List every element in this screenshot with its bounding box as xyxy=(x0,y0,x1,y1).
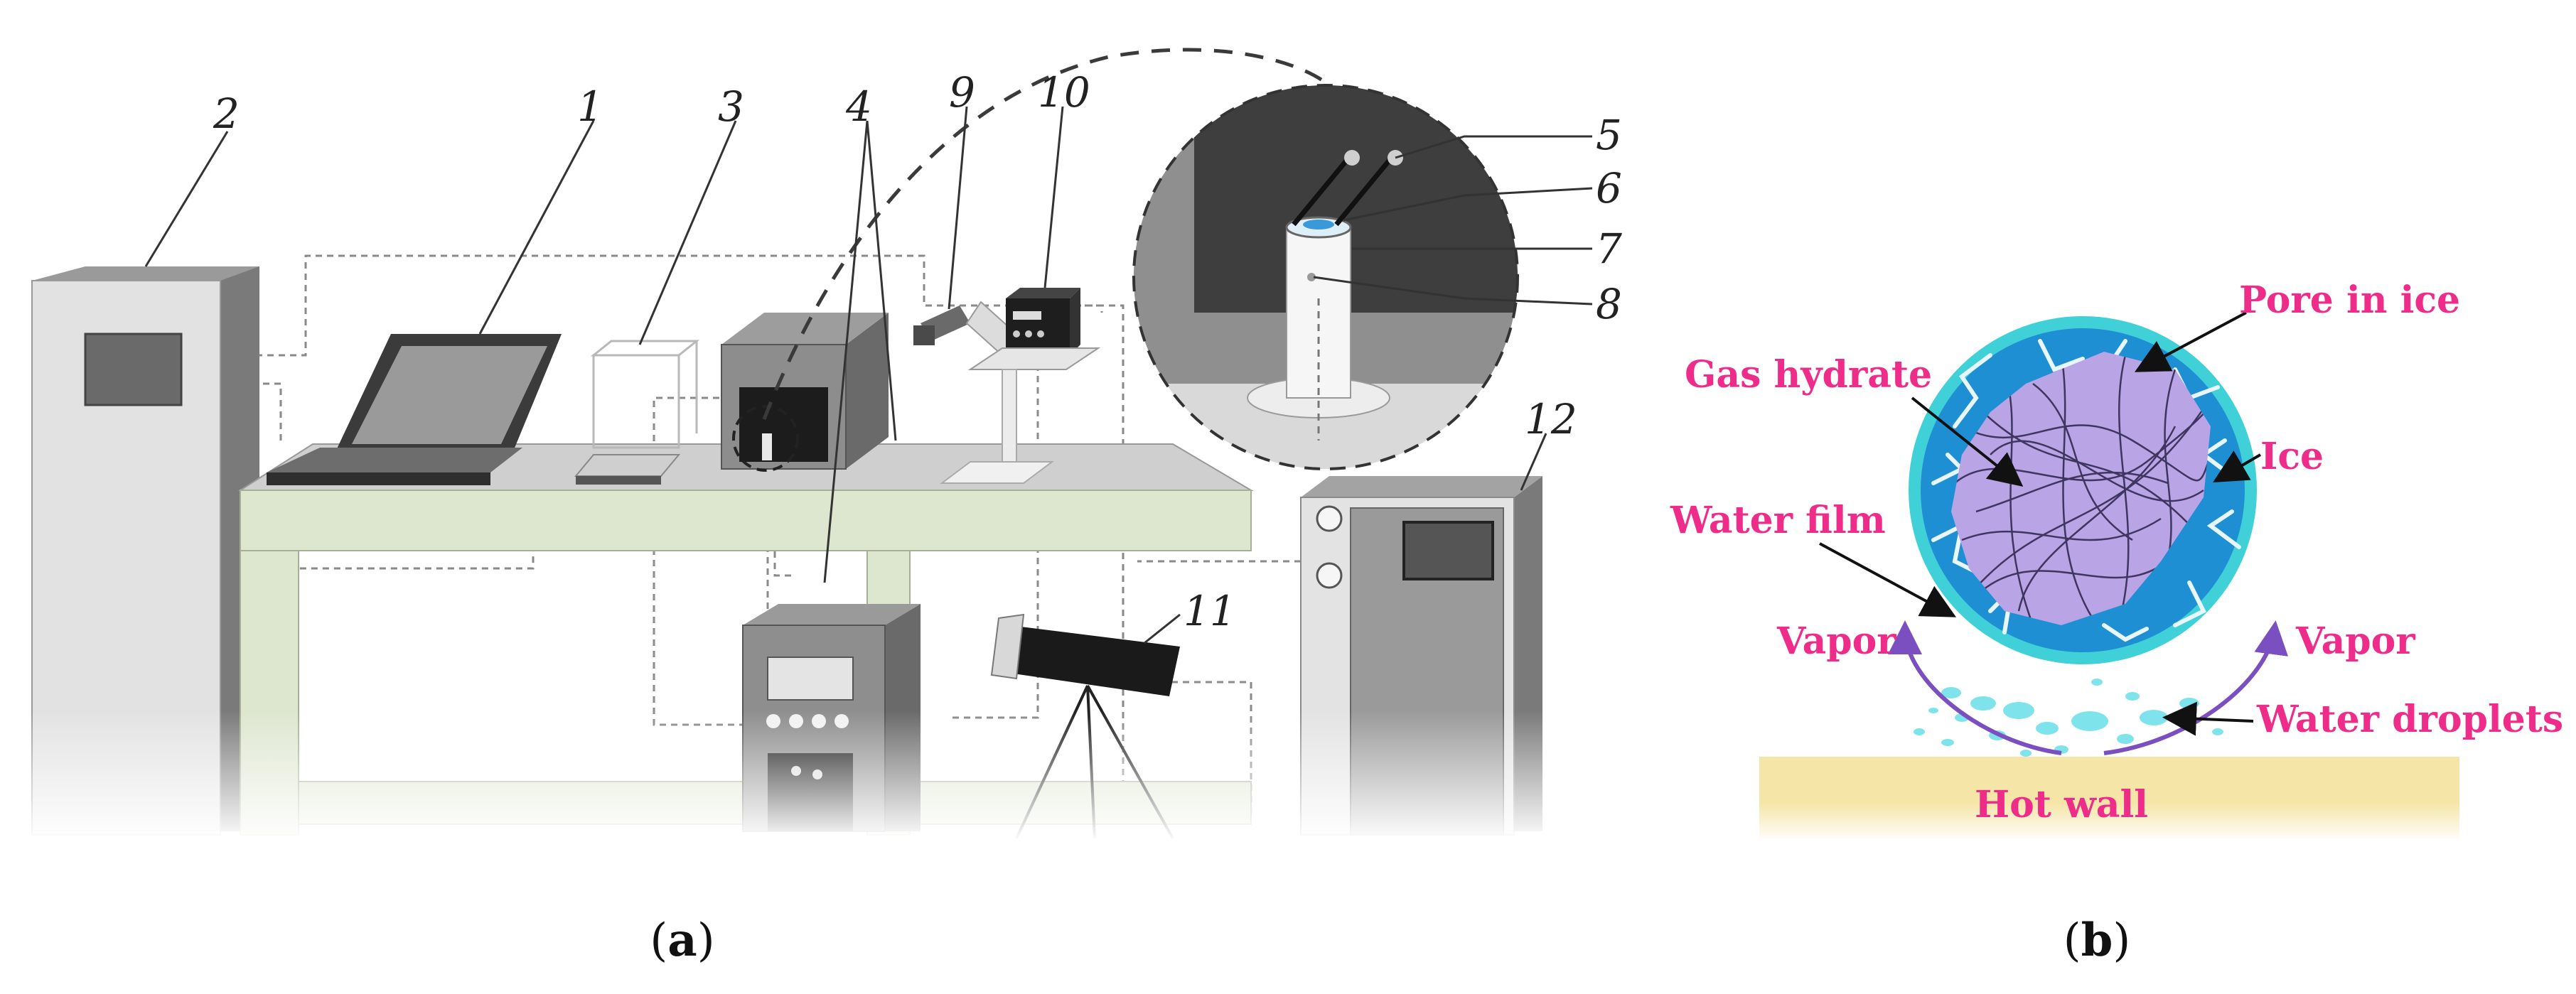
hydrate-pointer xyxy=(1911,396,2024,487)
label-water-droplets: Water droplets xyxy=(2256,698,2563,741)
panel-b-droplet: Hot wall xyxy=(1670,279,2563,967)
label-water-film: Water film xyxy=(1670,499,1886,542)
zoom-connector xyxy=(762,48,1331,420)
film-pointer xyxy=(1819,542,1957,617)
number-10: 10 xyxy=(1038,68,1090,117)
caption-b: (b) xyxy=(2064,914,2131,967)
high-speed-camera xyxy=(913,301,1018,357)
heating-chamber xyxy=(721,313,889,472)
number-2: 2 xyxy=(213,90,240,138)
vapor-arrow-right xyxy=(2103,620,2288,755)
water-droplets xyxy=(1914,679,2223,757)
label-ice: Ice xyxy=(2260,435,2324,478)
label-vapor-left: Vapor xyxy=(1776,620,1896,663)
number-6: 6 xyxy=(1596,164,1622,212)
number-12: 12 xyxy=(1525,395,1577,443)
label-gas-hydrate: Gas hydrate xyxy=(1685,353,1932,396)
component-numbers: 2 1 3 4 9 10 5 6 7 8 11 12 xyxy=(213,68,1622,635)
number-7: 7 xyxy=(1596,225,1622,273)
label-pore-in-ice: Pore in ice xyxy=(2239,279,2460,322)
panel-a-setup: 2 1 3 4 9 10 5 6 7 8 11 12 (a) xyxy=(0,48,1622,967)
inset-zoom xyxy=(1132,84,1593,470)
pore-pointer xyxy=(2134,311,2247,372)
laptop xyxy=(267,334,562,485)
ice-pointer xyxy=(2213,450,2262,483)
number-9: 9 xyxy=(949,68,975,117)
droplets-pointer xyxy=(2162,701,2254,736)
label-vapor-right: Vapor xyxy=(2295,620,2415,663)
number-8: 8 xyxy=(1596,280,1622,328)
gas-hydrate-core xyxy=(1951,352,2211,625)
number-4: 4 xyxy=(845,82,872,131)
number-leaders xyxy=(144,106,1547,644)
number-1: 1 xyxy=(577,82,603,131)
vapor-arrow-left xyxy=(1888,620,2062,755)
light-source xyxy=(940,288,1101,484)
analytical-balance xyxy=(574,340,700,485)
number-3: 3 xyxy=(718,82,744,131)
number-5: 5 xyxy=(1596,111,1622,159)
number-11: 11 xyxy=(1184,587,1236,635)
label-hot-wall: Hot wall xyxy=(1975,783,2148,826)
caption-a: (a) xyxy=(650,914,714,967)
